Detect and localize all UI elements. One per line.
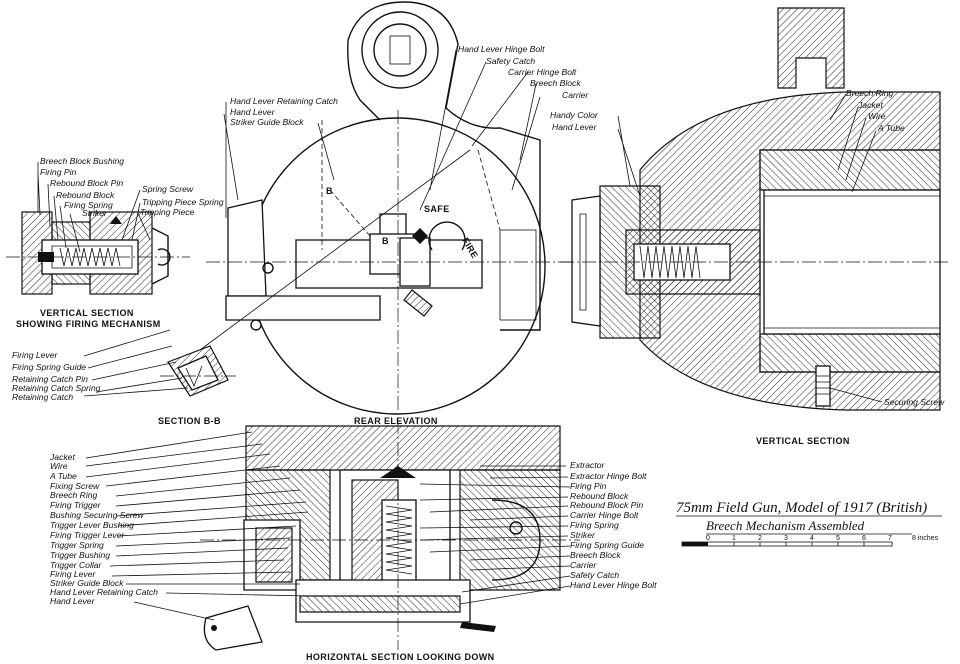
label-h-firing-pin: Firing Pin (570, 481, 607, 491)
label-h-wire: Wire (50, 461, 68, 471)
label-h-rebound-block: Rebound Block (570, 491, 629, 501)
label-tripping-piece-spring: Tripping Piece Spring (142, 197, 224, 207)
label-h-bushing-securing-screw: Bushing Securing Screw (50, 510, 144, 520)
label-securing-screw: Securing Screw (884, 397, 945, 407)
label-h-breech-block: Breech Block (570, 550, 621, 560)
label-hand-lever-retaining-catch: Hand Lever Retaining Catch (230, 96, 338, 106)
title-block: 75mm Field Gun, Model of 1917 (British) … (676, 500, 942, 547)
label-tripping-piece: Tripping Piece (140, 207, 195, 217)
label-rebound-block-pin: Rebound Block Pin (50, 178, 123, 188)
scale-tick-7: 7 (888, 535, 892, 542)
section-mark-b-lower: B (382, 236, 389, 246)
label-firing-pin: Firing Pin (40, 167, 77, 177)
safe-mark: SAFE (424, 204, 450, 214)
label-wire: Wire (868, 111, 886, 121)
scale-unit: 8 inches (912, 535, 939, 542)
leader-lines (37, 49, 883, 621)
label-a-tube: A Tube (877, 123, 905, 133)
rear-elevation: SAFE FIRE B B (199, 1, 600, 415)
label-firing-spring-guide: Firing Spring Guide (12, 362, 86, 372)
label-h-trigger-spring: Trigger Spring (50, 540, 104, 550)
label-jacket: Jacket (857, 100, 883, 110)
label-spring-screw: Spring Screw (142, 184, 194, 194)
title-line-2: Breech Mechanism Assembled (706, 518, 865, 533)
label-h-firing-lever: Firing Lever (50, 569, 97, 579)
label-h-breech-ring: Breech Ring (50, 490, 98, 500)
scale-tick-6: 6 (862, 535, 866, 542)
scale-bar: 0 1 2 3 4 5 6 7 8 inches (681, 535, 939, 547)
caption-vertical-section: VERTICAL SECTION (756, 436, 850, 446)
label-breech-block: Breech Block (530, 78, 581, 88)
label-h-hand-lever-hinge-bolt: Hand Lever Hinge Bolt (570, 580, 657, 590)
label-h-hand-lever-retaining-catch: Hand Lever Retaining Catch (50, 587, 158, 597)
label-h-firing-trigger-lever: Firing Trigger Lever (50, 530, 125, 540)
labels-horizontal-left: Jacket Wire A Tube Fixing Screw Breech R… (49, 452, 158, 606)
label-h-firing-spring: Firing Spring (570, 520, 619, 530)
label-h-trigger-collar: Trigger Collar (50, 560, 103, 570)
label-h-carrier-hinge-bolt: Carrier Hinge Bolt (570, 510, 639, 520)
scale-tick-4: 4 (810, 535, 814, 542)
label-h-trigger-lever-bushing: Trigger Lever Bushing (50, 520, 134, 530)
firing-mechanism-section (6, 211, 190, 295)
section-b-b (160, 345, 236, 397)
label-carrier-hinge-bolt: Carrier Hinge Bolt (508, 67, 577, 77)
label-h-striker-guide-block: Striker Guide Block (50, 578, 124, 588)
vertical-section (560, 7, 948, 411)
label-firing-lever: Firing Lever (12, 350, 59, 360)
label-h-firing-spring-guide: Firing Spring Guide (570, 540, 644, 550)
label-h-carrier: Carrier (570, 560, 597, 570)
label-h-rebound-block-pin: Rebound Block Pin (570, 500, 643, 510)
label-hand-lever-right: Hand Lever (552, 122, 598, 132)
label-h-a-tube: A Tube (49, 471, 77, 481)
label-h-hand-lever: Hand Lever (50, 596, 96, 606)
label-safety-catch: Safety Catch (486, 56, 535, 66)
caption-horizontal-section: HORIZONTAL SECTION LOOKING DOWN (306, 652, 495, 662)
label-retaining-catch-spring: Retaining Catch Spring (12, 383, 101, 393)
horizontal-section (200, 420, 580, 651)
labels-vertical-section: Breech Ring Jacket Wire A Tube Securing … (846, 88, 945, 407)
scale-tick-2: 2 (758, 535, 762, 542)
label-h-jacket: Jacket (49, 452, 75, 462)
labels-firing-mechanism: Breech Block Bushing Firing Pin Rebound … (12, 156, 224, 402)
label-retaining-catch: Retaining Catch (12, 392, 73, 402)
label-h-trigger-bushing: Trigger Bushing (50, 550, 110, 560)
title-line-1: 75mm Field Gun, Model of 1917 (British) (676, 500, 927, 516)
caption-section-b-b: SECTION B-B (158, 416, 221, 426)
label-h-extractor: Extractor (570, 460, 606, 470)
section-mark-b-upper: B (326, 186, 333, 196)
caption-rear-elevation: REAR ELEVATION (354, 416, 438, 426)
label-hand-lever-left: Hand Lever (230, 107, 276, 117)
label-retaining-catch-pin: Retaining Catch Pin (12, 374, 88, 384)
label-firing-spring: Firing Spring (64, 200, 113, 210)
scale-tick-3: 3 (784, 535, 788, 542)
caption-vertical-section-firing-line1: VERTICAL SECTION (40, 308, 134, 318)
scale-tick-1: 1 (732, 535, 736, 542)
label-handy-color: Handy Color (550, 110, 599, 120)
label-striker-guide-block: Striker Guide Block (230, 117, 304, 127)
label-rebound-block: Rebound Block (56, 190, 115, 200)
labels-rear-elevation: Hand Lever Retaining Catch Hand Lever St… (230, 44, 599, 132)
labels-horizontal-right: Extractor Extractor Hinge Bolt Firing Pi… (570, 460, 657, 590)
label-h-safety-catch: Safety Catch (570, 570, 619, 580)
label-h-fixing-screw: Fixing Screw (50, 481, 100, 491)
label-striker: Striker (82, 208, 108, 218)
label-h-firing-trigger: Firing Trigger (50, 500, 102, 510)
scale-tick-0: 0 (706, 535, 710, 542)
label-breech-block-bushing: Breech Block Bushing (40, 156, 124, 166)
label-breech-ring: Breech Ring (846, 88, 894, 98)
label-hand-lever-hinge-bolt: Hand Lever Hinge Bolt (458, 44, 545, 54)
label-h-extractor-hinge-bolt: Extractor Hinge Bolt (570, 471, 647, 481)
scale-tick-5: 5 (836, 535, 840, 542)
label-carrier: Carrier (562, 90, 589, 100)
caption-vertical-section-firing-line2: SHOWING FIRING MECHANISM (16, 319, 161, 329)
label-h-striker: Striker (570, 530, 596, 540)
